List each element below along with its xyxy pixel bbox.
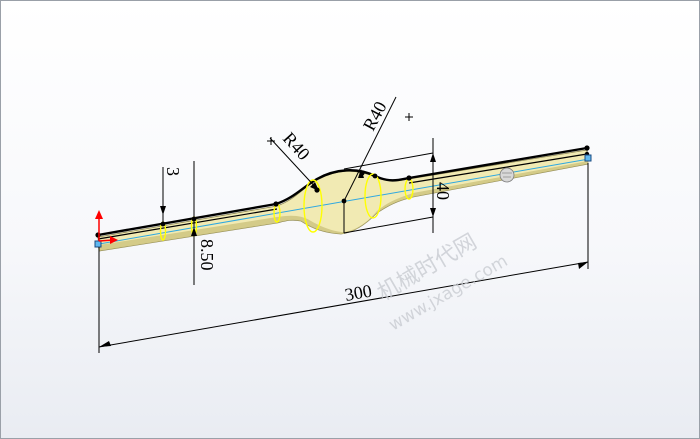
shaft-lower-shade: [99, 161, 588, 251]
origin-triad: [95, 210, 118, 244]
center-marks: [267, 113, 413, 145]
dimension-arrows: [99, 153, 588, 347]
dimension-step[interactable]: 3: [163, 167, 183, 176]
end-marker-right[interactable]: [584, 154, 592, 162]
dimension-bulb-height[interactable]: 40: [433, 182, 453, 200]
dimension-overall-length[interactable]: 300: [343, 281, 373, 305]
end-marker-left[interactable]: [94, 240, 102, 248]
shaft-top-edge: [97, 146, 588, 237]
triad-x-arrow-icon: [110, 236, 118, 244]
dimension-end-diameter[interactable]: 8.50: [197, 239, 217, 271]
shaft-part[interactable]: [94, 145, 592, 252]
shaft-second-edge: [97, 153, 588, 240]
dimension-radius-left[interactable]: R40: [279, 128, 314, 164]
dimension-radius-right[interactable]: R40: [359, 98, 391, 134]
sphere-hatch: [502, 172, 512, 178]
triad-y-arrow-icon: [95, 210, 103, 219]
small-sphere[interactable]: [499, 167, 515, 183]
